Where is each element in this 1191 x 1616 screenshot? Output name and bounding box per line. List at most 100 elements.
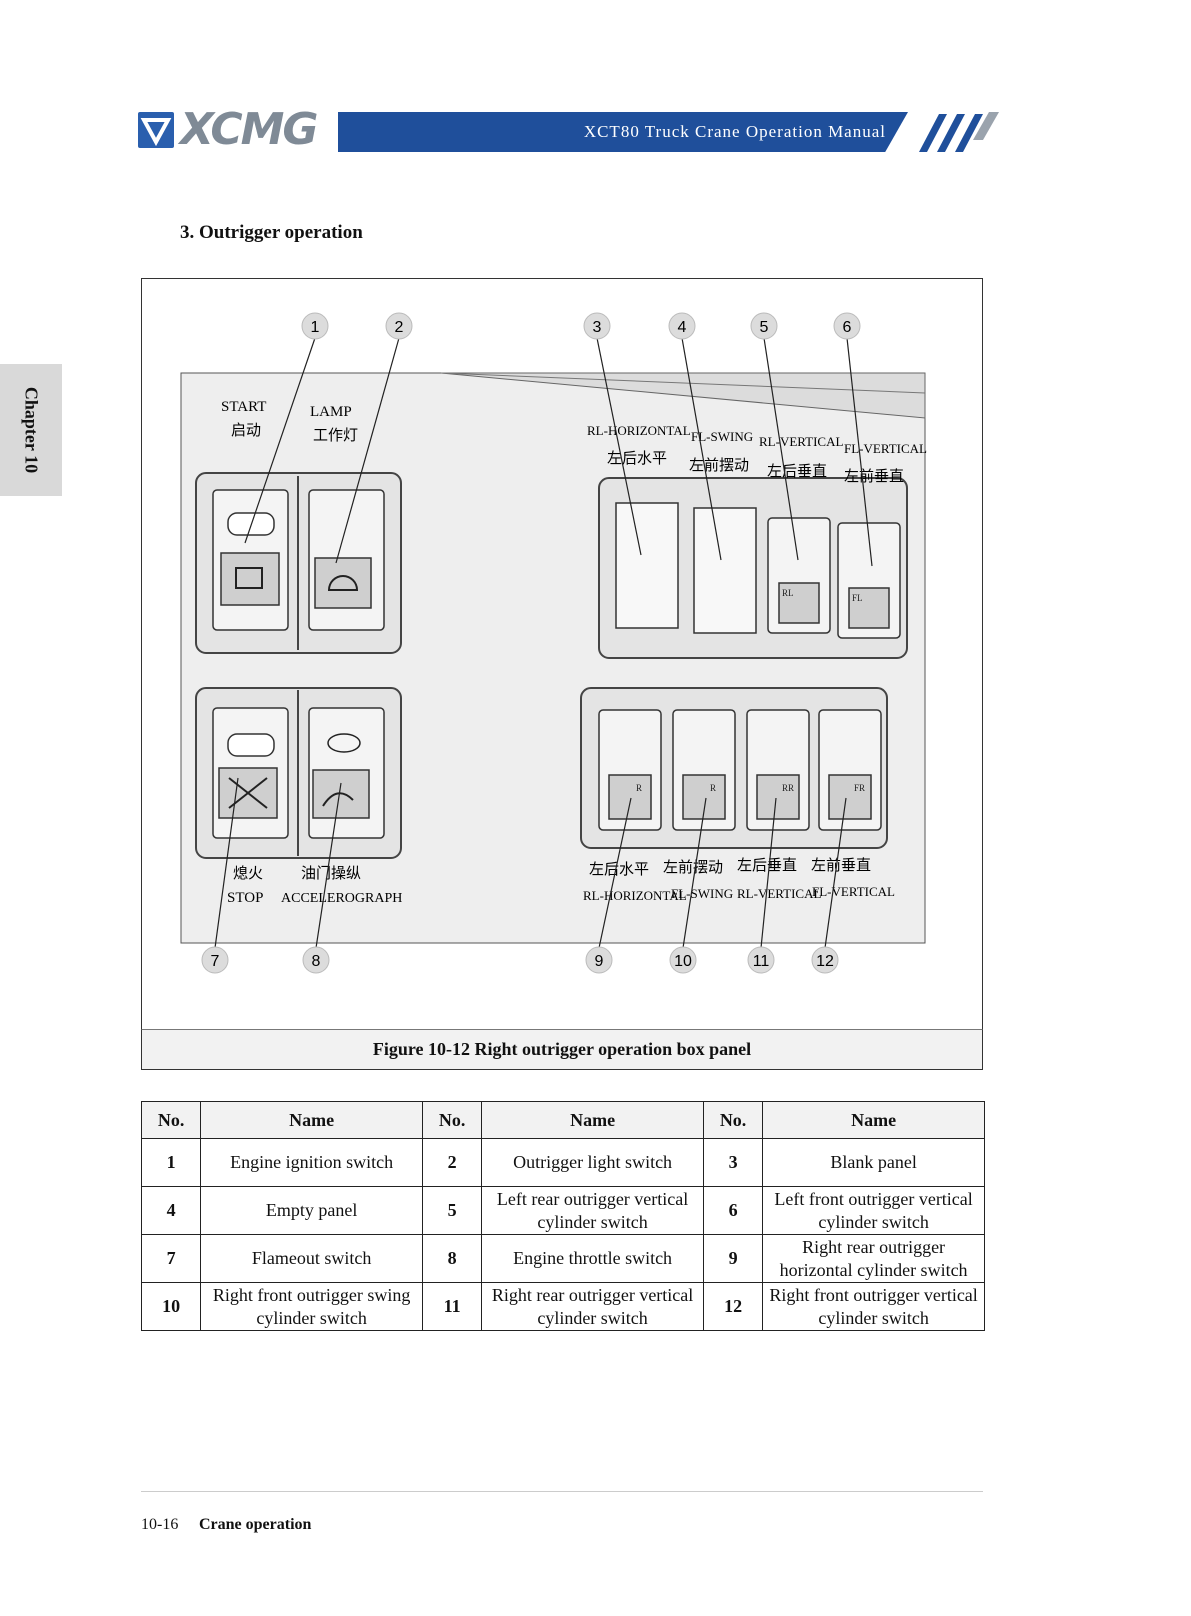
switch-label-cn: 左前摆动 (663, 858, 723, 876)
switch-label-en: FL-VERTICAL (844, 441, 927, 456)
item-name: Right rear outrigger vertical cylinder s… (481, 1282, 704, 1331)
item-number: 3 (702, 1138, 764, 1187)
item-number: 7 (140, 1234, 202, 1283)
callout-number: 7 (211, 953, 220, 970)
callout-number: 9 (595, 953, 604, 970)
item-name: Flameout switch (200, 1234, 423, 1283)
switch-mark: FL (852, 593, 863, 603)
callout-circle (668, 312, 696, 340)
blank-panel (615, 502, 679, 629)
callout-leader-line (214, 777, 239, 949)
callout-circle (201, 946, 229, 974)
xcmg-logo-emblem (138, 112, 174, 148)
col-header-name: Name (762, 1101, 985, 1139)
switch-label-en: FL-SWING (691, 429, 753, 444)
figure-caption-bar (141, 1029, 983, 1070)
col-header-no: No. (702, 1101, 764, 1139)
callout-number: 10 (674, 953, 692, 970)
item-number: 1 (140, 1138, 202, 1187)
callout-number: 8 (312, 953, 321, 970)
lamp-label-en: LAMP (310, 404, 352, 420)
callout-number: 2 (395, 319, 404, 336)
callout-leader-line (598, 797, 632, 949)
footer-rule (141, 1491, 983, 1492)
callout-number: 5 (760, 319, 769, 336)
switch-mark: R (710, 783, 716, 793)
table-row: 4 Empty panel 5 Left rear outrigger vert… (140, 1186, 985, 1235)
callout-circle (385, 312, 413, 340)
callout-circle (833, 312, 861, 340)
callout-number: 6 (843, 319, 852, 336)
callout-number: 4 (678, 319, 687, 336)
section-heading: 3. Outrigger operation (180, 222, 363, 243)
item-number: 6 (702, 1186, 764, 1235)
lamp-icon (314, 557, 372, 609)
item-name: Blank panel (762, 1138, 985, 1187)
item-number: 5 (421, 1186, 483, 1235)
callout-number: 3 (593, 319, 602, 336)
callout-circle (583, 312, 611, 340)
header-bar (338, 112, 908, 152)
item-name: Left rear outrigger vertical cylinder sw… (481, 1186, 704, 1235)
header-stripes-decoration (919, 112, 999, 152)
switch-label-cn: 左后水平 (589, 860, 649, 878)
item-name: Left front outrigger vertical cylinder s… (762, 1186, 985, 1235)
col-header-name: Name (200, 1101, 423, 1139)
table-header-row: No. Name No. Name No. Name (140, 1101, 985, 1139)
switch-label-cn: 左后垂直 (737, 856, 797, 874)
switch-mark: FR (854, 783, 865, 793)
chapter-label: Chapter 10 (21, 386, 42, 474)
col-header-no: No. (140, 1101, 202, 1139)
switch-label-en: FL-SWING (671, 886, 733, 901)
callout-circle (669, 946, 697, 974)
item-name: Right rear outrigger horizontal cylinder… (762, 1234, 985, 1283)
item-number: 12 (702, 1282, 764, 1331)
engine-icon (220, 552, 280, 606)
switch-label-cn: 左前垂直 (844, 467, 904, 485)
stop-label-en: STOP (227, 890, 263, 906)
callout-circle (585, 946, 613, 974)
switch-label-cn: 左后垂直 (767, 462, 827, 480)
item-number: 2 (421, 1138, 483, 1187)
callout-circle (750, 312, 778, 340)
switch-label-en: RL-VERTICAL (737, 886, 821, 901)
switch-label-cn: 左前垂直 (811, 856, 871, 874)
callout-circle (301, 312, 329, 340)
col-header-name: Name (481, 1101, 704, 1139)
callout-leader-line (846, 337, 873, 567)
lamp-label-cn: 工作灯 (313, 426, 358, 444)
callout-leader-line (335, 337, 400, 564)
item-name: Right front outrigger swing cylinder swi… (200, 1282, 423, 1331)
callout-leader-line (682, 797, 707, 949)
accel-label-cn: 油门操纵 (301, 864, 361, 882)
component-table: No. Name No. Name No. Name 1 Engine igni… (140, 1101, 985, 1331)
accel-label-en: ACCELEROGRAPH (281, 891, 402, 906)
switch-label-en: RL-HORIZONTAL (587, 423, 691, 438)
start-label-cn: 启动 (231, 421, 261, 439)
item-name: Engine ignition switch (200, 1138, 423, 1187)
chapter-tab (0, 364, 62, 496)
callout-leader-line (244, 337, 316, 544)
callout-leader-line (596, 337, 642, 556)
switch-label-cn: 左后水平 (607, 449, 667, 467)
brand-logo: XCMG (180, 104, 319, 155)
switch-label-cn: 左前摆动 (689, 456, 749, 474)
stop-label-cn: 熄火 (233, 864, 263, 882)
switch-mark: R (636, 783, 642, 793)
callout-leader-line (763, 337, 799, 561)
table-row: 7 Flameout switch 8 Engine throttle swit… (140, 1234, 985, 1283)
switch-label-en: RL-VERTICAL (759, 434, 843, 449)
callout-number: 12 (816, 953, 834, 970)
item-name: Outrigger light switch (481, 1138, 704, 1187)
table-row: 1 Engine ignition switch 2 Outrigger lig… (140, 1138, 985, 1187)
item-name: Empty panel (200, 1186, 423, 1235)
turtle-icon (327, 733, 361, 753)
switch-mark: RR (782, 783, 794, 793)
item-number: 10 (140, 1282, 202, 1331)
page-number: 10-16 (141, 1516, 179, 1533)
outrigger-panel-diagram: RL FL R R RR FR START 启动 LAMP 工作灯 熄火 STO… (180, 312, 927, 974)
switch-mark: RL (782, 588, 794, 598)
manual-title: XCT80 Truck Crane Operation Manual (583, 122, 886, 141)
switch-label-en: FL-VERTICAL (812, 884, 895, 899)
figure-caption: Figure 10-12 Right outrigger operation b… (372, 1039, 752, 1059)
